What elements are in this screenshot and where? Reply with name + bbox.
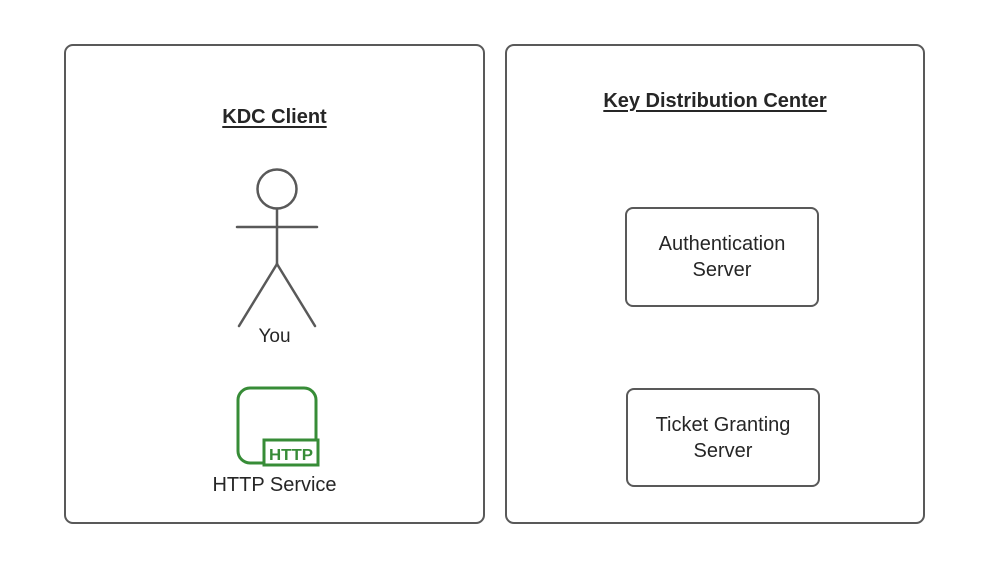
ticket-granting-server-box: Ticket Granting Server bbox=[626, 388, 820, 487]
http-service-icon: HTTP bbox=[236, 386, 320, 467]
stick-figure-icon bbox=[235, 168, 319, 328]
authentication-server-label: Authentication Server bbox=[658, 233, 786, 281]
key-distribution-center-title: Key Distribution Center bbox=[603, 90, 827, 112]
kdc-client-title: KDC Client bbox=[222, 106, 327, 128]
authentication-server-box: Authentication Server bbox=[625, 207, 819, 307]
service-label: HTTP Service bbox=[212, 474, 337, 496]
http-badge-label: HTTP bbox=[269, 447, 313, 464]
actor-label: You bbox=[258, 326, 291, 347]
key-distribution-center-panel: Key Distribution Center Authentication S… bbox=[505, 44, 925, 524]
kdc-client-panel: KDC Client You HTTP HTTP Service bbox=[64, 44, 485, 524]
ticket-granting-server-label: Ticket Granting Server bbox=[655, 413, 791, 462]
